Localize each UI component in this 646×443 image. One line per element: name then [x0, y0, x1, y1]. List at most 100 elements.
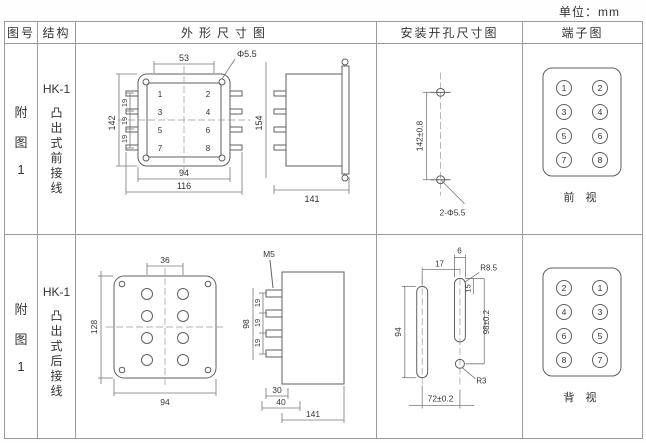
fig-char: 附 — [14, 302, 28, 317]
dim-label: 72±0.2 — [428, 393, 454, 403]
structure-char: 后 — [50, 354, 63, 368]
dim-label: 30 — [272, 385, 282, 395]
model-label: HK-1 — [42, 285, 71, 299]
dim-label: 19 — [253, 298, 262, 306]
dimension-labels: 36 128 94 — [89, 255, 170, 407]
terminal-number: 5 — [598, 331, 603, 341]
view-label: 背 视 — [563, 390, 600, 404]
dim-label: 15 — [463, 284, 472, 292]
centerlines — [118, 66, 250, 174]
terminal-diagram-rear-view: 2 1 4 3 6 5 8 7 背 视 — [542, 267, 622, 404]
install-drawing-rear-wiring: 6 17 15 94 98±0.2 R8.5 R3 72±0.2 — [393, 246, 498, 409]
outline-cell-row2: 36 128 94 — [76, 235, 377, 438]
outline-cell-row1: 1 2 3 4 5 6 7 8 — [76, 44, 377, 235]
terminal-circles — [556, 279, 608, 368]
dim-label: 19 — [120, 117, 129, 125]
terminal-number: 7 — [598, 355, 603, 365]
terminal-block-outline — [542, 267, 622, 376]
fig-char: 1 — [17, 359, 25, 374]
structure-char: 式 — [50, 339, 63, 353]
outline-drawing-rear-wiring: 36 128 94 — [89, 249, 345, 423]
relay-side-view-rear — [265, 259, 345, 384]
dim-label: 141 — [306, 409, 320, 419]
col-header-terminal-diagram: 端子图 — [523, 22, 642, 44]
terminal-numbers: 1 2 3 4 5 6 7 8 — [562, 83, 603, 165]
terminal-number: 8 — [598, 155, 603, 165]
dim-label: 19 — [120, 99, 129, 107]
dim-label: 40 — [276, 397, 286, 407]
terminal-number: 5 — [158, 126, 163, 135]
dim-label: 128 — [89, 319, 99, 333]
relay-side-view — [273, 58, 350, 182]
terminal-number: 2 — [598, 83, 603, 93]
terminal-number: 8 — [562, 355, 567, 365]
dim-label: 19 — [253, 338, 262, 346]
model-label: HK-1 — [42, 82, 71, 96]
structure-row2: HK-1 凸 出 式 后 接 线 — [38, 235, 76, 438]
fig-no-row2: 附 图 1 — [5, 235, 38, 438]
dim-label: 19 — [120, 135, 129, 143]
col-header-outline-dims: 外形尺寸图 — [76, 22, 377, 44]
structure-char: 线 — [50, 384, 63, 398]
dim-label: 98 — [241, 319, 251, 329]
dimension-lines — [422, 91, 465, 204]
col-header-fig-no: 图号 — [5, 22, 38, 44]
side-dimension-labels: 154 141 — [254, 115, 320, 204]
structure-char: 式 — [50, 136, 63, 150]
terminal-number: 6 — [562, 331, 567, 341]
mounting-slots — [416, 277, 466, 378]
dim-label: 2-Φ5.5 — [439, 207, 465, 217]
structure-char: 线 — [50, 181, 63, 195]
install-cell-row2: 6 17 15 94 98±0.2 R8.5 R3 72±0.2 — [377, 235, 523, 438]
dim-label: 94 — [393, 327, 403, 337]
dimension-lines — [116, 58, 243, 195]
install-cell-row1: 142±0.8 2-Φ5.5 — [377, 44, 523, 235]
terminal-cell-row2: 2 1 4 3 6 5 8 7 背 视 — [523, 235, 642, 438]
terminal-number: 4 — [562, 307, 567, 317]
dim-label: Φ5.5 — [237, 49, 257, 59]
terminal-cell-row1: 1 2 3 4 5 6 7 8 前 视 — [523, 44, 642, 235]
terminal-number: 1 — [562, 83, 567, 93]
terminal-circles — [556, 80, 608, 168]
terminal-number: 4 — [598, 107, 603, 117]
view-label: 前 视 — [563, 190, 600, 204]
spec-table: 图号 结构 外形尺寸图 安装开孔尺寸图 端子图 附 图 1 HK-1 凸 出 式… — [4, 21, 643, 439]
dim-label: 53 — [179, 53, 189, 63]
dim-label: 19 — [253, 318, 262, 326]
dimension-lines — [401, 254, 485, 409]
terminal-number: 7 — [562, 155, 567, 165]
dim-label: R8.5 — [480, 263, 497, 272]
terminal-numbers: 2 1 4 3 6 5 8 7 — [562, 283, 603, 365]
structure-char: 出 — [50, 324, 63, 338]
col-header-structure: 结构 — [38, 22, 76, 44]
terminal-number: 8 — [206, 144, 211, 153]
structure-char: 前 — [50, 151, 63, 165]
terminal-number: 6 — [598, 131, 603, 141]
terminal-number: 2 — [206, 90, 211, 99]
dim-label: R3 — [476, 376, 487, 385]
terminal-number: 1 — [598, 283, 603, 293]
dim-label: 6 — [457, 246, 462, 255]
side-dimension-labels: M5 98 19 19 19 30 40 141 — [241, 249, 320, 419]
terminal-number: 5 — [562, 131, 567, 141]
terminal-number: 4 — [206, 108, 211, 117]
terminal-diagram-front-view: 1 2 3 4 5 6 7 8 前 视 — [542, 67, 622, 204]
install-drawing-front-wiring: 142±0.8 2-Φ5.5 — [415, 72, 466, 218]
dim-label: 36 — [160, 255, 170, 265]
terminal-block-outline — [542, 67, 622, 177]
terminal-number: 3 — [598, 307, 603, 317]
fig-char: 1 — [17, 161, 25, 177]
dimension-labels: 142±0.8 2-Φ5.5 — [415, 121, 466, 218]
terminal-number: 3 — [562, 107, 567, 117]
dim-label: 142 — [107, 115, 117, 130]
side-dimension-lines — [252, 287, 345, 423]
fig-char: 图 — [14, 332, 28, 347]
terminal-number: 3 — [158, 108, 163, 117]
col-header-install-dims: 安装开孔尺寸图 — [377, 22, 523, 44]
dimension-labels: 6 17 15 94 98±0.2 R8.5 R3 72±0.2 — [393, 246, 498, 403]
terminal-number: 7 — [158, 144, 163, 153]
fig-no-row1: 附 图 1 — [5, 44, 38, 235]
dim-label: 94 — [179, 168, 189, 178]
structure-char: 凸 — [50, 106, 63, 120]
unit-label: 单位：mm — [559, 5, 620, 19]
